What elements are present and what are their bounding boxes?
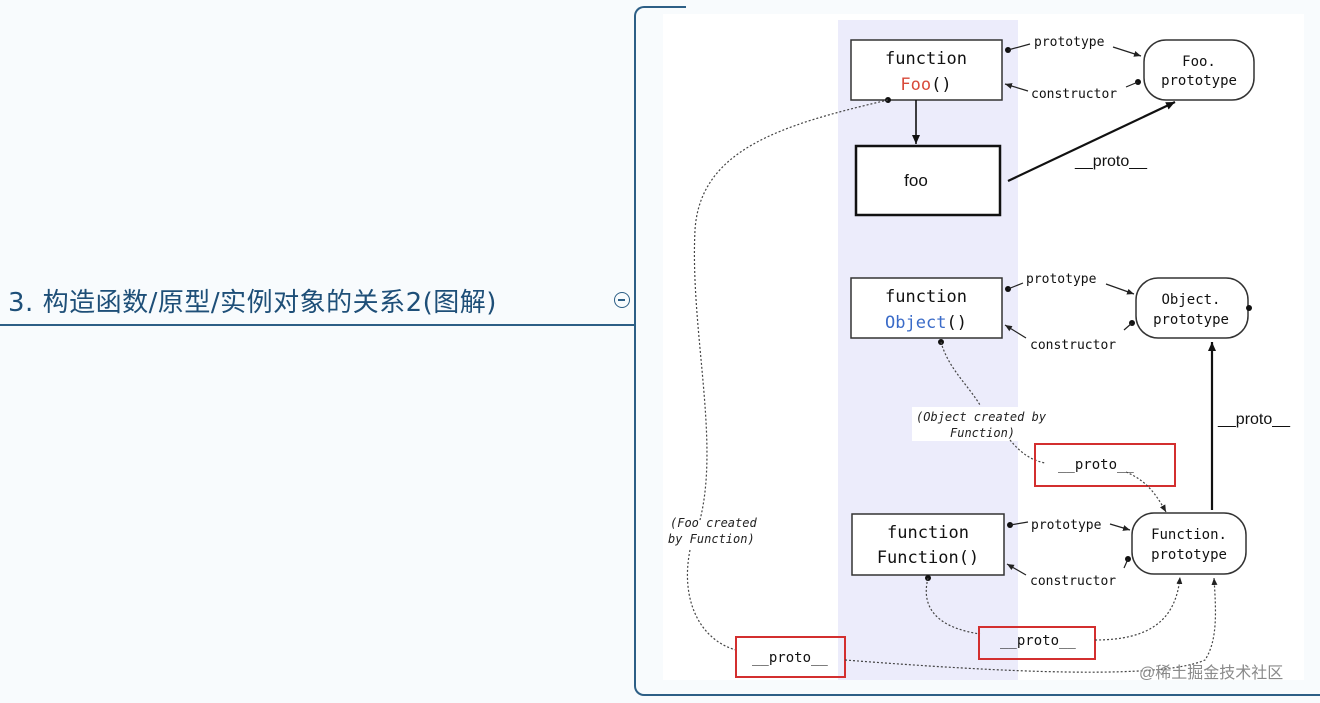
foo-instance-box	[854, 144, 1002, 217]
function-prototype-box	[1131, 512, 1247, 575]
topic-underline	[0, 324, 636, 326]
branch-bracket	[634, 6, 654, 696]
foo-function-name: Foo	[900, 75, 931, 95]
object-created-note-line1: (Object created by	[916, 410, 1047, 424]
svg-text:Foo(): Foo()	[900, 75, 951, 95]
object-function-name: Object	[885, 313, 946, 333]
foo-prototype-line1: Foo.	[1182, 54, 1216, 70]
function-prototype-line1: Function.	[1151, 527, 1227, 543]
object-prototype-box	[1135, 277, 1249, 339]
foo-constructor-label: constructor	[1031, 87, 1117, 102]
function-function-keyword: function	[887, 523, 969, 543]
function-function-name: Function()	[877, 548, 979, 568]
foo-function-box	[850, 39, 1003, 101]
foo-fn-proto-highlight	[735, 636, 846, 678]
topic-title: 3. 构造函数/原型/实例对象的关系2(图解)	[8, 288, 497, 318]
foo-proto-label: __proto__	[1074, 153, 1148, 170]
function-prototype-label: prototype	[1031, 518, 1102, 533]
object-proto-label: __proto__	[1058, 457, 1134, 473]
object-function-box	[850, 277, 1003, 339]
object-created-note-line2: Function)	[950, 426, 1015, 440]
svg-text:Object(): Object()	[885, 313, 967, 333]
function-proto-highlight	[978, 626, 1096, 660]
collapse-icon[interactable]	[614, 292, 630, 308]
foo-prototype-box	[1143, 39, 1255, 101]
object-function-parens: ()	[946, 313, 966, 333]
object-proto-highlight	[1034, 443, 1176, 487]
object-prototype-line2: prototype	[1153, 312, 1229, 328]
foo-prototype-line2: prototype	[1161, 73, 1237, 89]
bracket-bottom-line	[650, 694, 1320, 696]
watermark: @稀土掘金技术社区	[1139, 664, 1283, 682]
foo-function-parens: ()	[931, 75, 951, 95]
object-constructor-label: constructor	[1030, 338, 1116, 353]
object-function-keyword: function	[885, 287, 967, 307]
bracket-top-line	[650, 6, 686, 8]
object-prototype-label: prototype	[1026, 272, 1097, 287]
foo-fn-proto-label: __proto__	[752, 650, 828, 666]
foo-instance-label: foo	[904, 171, 928, 190]
function-proto-to-object-label: __proto__	[1217, 411, 1291, 428]
function-constructor-label: constructor	[1030, 574, 1116, 589]
function-proto-label: __proto__	[1000, 633, 1076, 649]
function-prototype-line2: prototype	[1151, 547, 1227, 563]
foo-function-keyword: function	[885, 49, 967, 69]
foo-created-note-line1: (Foo created	[670, 516, 757, 530]
foo-created-note-line2: by Function)	[668, 532, 755, 546]
foo-prototype-label: prototype	[1034, 35, 1105, 50]
topic-node[interactable]: 3. 构造函数/原型/实例对象的关系2(图解)	[0, 276, 636, 326]
object-prototype-line1: Object.	[1161, 292, 1220, 308]
